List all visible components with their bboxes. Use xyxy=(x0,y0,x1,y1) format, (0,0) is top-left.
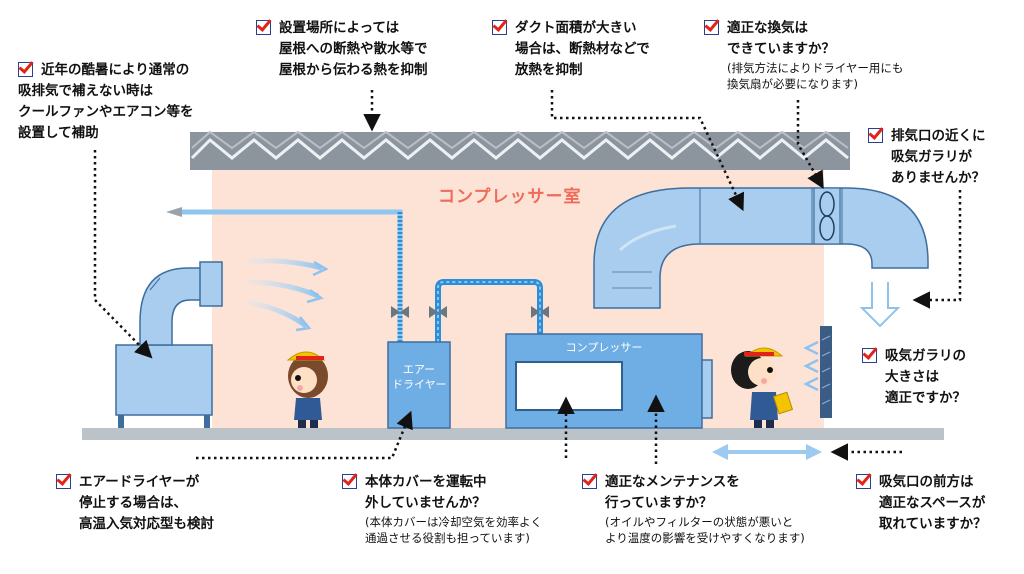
space-double-arrow xyxy=(712,444,822,460)
compressor xyxy=(505,333,713,429)
note-duct-area: ダクト面積が大きい 場合は、断熱材などで 放熱を抑制 xyxy=(492,18,650,81)
intake-louver xyxy=(820,326,832,418)
cooling-fan-unit xyxy=(115,261,223,428)
note-roof-insulation: 設置場所によっては 屋根への断熱や散水等で 屋根から伝わる熱を抑制 xyxy=(256,18,428,81)
valve-icon xyxy=(391,306,549,318)
worker-character-left xyxy=(286,351,328,428)
checkbox-icon xyxy=(868,128,883,143)
compressed-air-piping xyxy=(435,279,543,342)
note-cover-removed: 本体カバーを運転中 外していませんか？ (本体カバーは冷却空気を効率よく 通過さ… xyxy=(342,472,542,546)
compressor-label: コンプレッサー xyxy=(565,341,643,354)
checkbox-icon xyxy=(492,20,507,35)
checkbox-icon xyxy=(18,62,33,77)
checkbox-icon xyxy=(256,20,271,35)
exhaust-duct xyxy=(593,187,929,309)
checkbox-icon xyxy=(862,348,877,363)
dryer-exhaust-pipe xyxy=(166,207,403,342)
checkbox-icon xyxy=(582,474,597,489)
floor xyxy=(82,428,944,440)
note-maintenance: 適正なメンテナンスを 行っていますか？ (オイルやフィルターの状態が悪いと より… xyxy=(582,472,805,546)
leader-lines xyxy=(93,90,962,464)
checkbox-icon xyxy=(342,474,357,489)
checkbox-icon xyxy=(704,20,719,35)
exhaust-air-arrow xyxy=(859,282,901,328)
air-dryer-label: エアー ドライヤー xyxy=(392,363,447,391)
intake-air-arrows xyxy=(803,340,856,392)
note-cooling-fan: 近年の酷暑により通常の 吸排気で補えない時は クールファンやエアコン等を 設置し… xyxy=(18,62,194,141)
exhaust-fan-icon xyxy=(813,187,841,245)
checkbox-icon xyxy=(56,474,71,489)
room-label: コンプレッサー室 xyxy=(438,187,582,207)
note-intake-space: 吸気口の前方は 適正なスペースが 取れていますか？ xyxy=(856,472,987,535)
note-air-dryer-high-temp: エアードライヤーが 停止する場合は、 高温入気対応型も検討 xyxy=(56,472,214,535)
note-ventilation: 適正な換気は できていますか？ (排気方法によりドライヤー用にも 換気扇が必要に… xyxy=(704,18,903,92)
note-exhaust-near-intake: 排気口の近くに 吸気ガラリが ありませんか？ xyxy=(868,126,986,189)
checkbox-icon xyxy=(856,474,871,489)
worker-character-right xyxy=(731,347,794,428)
roof xyxy=(190,130,850,170)
cool-air-flow xyxy=(245,258,329,332)
note-intake-louver-size: 吸気ガラリの 大きさは 適正ですか？ xyxy=(862,346,966,409)
